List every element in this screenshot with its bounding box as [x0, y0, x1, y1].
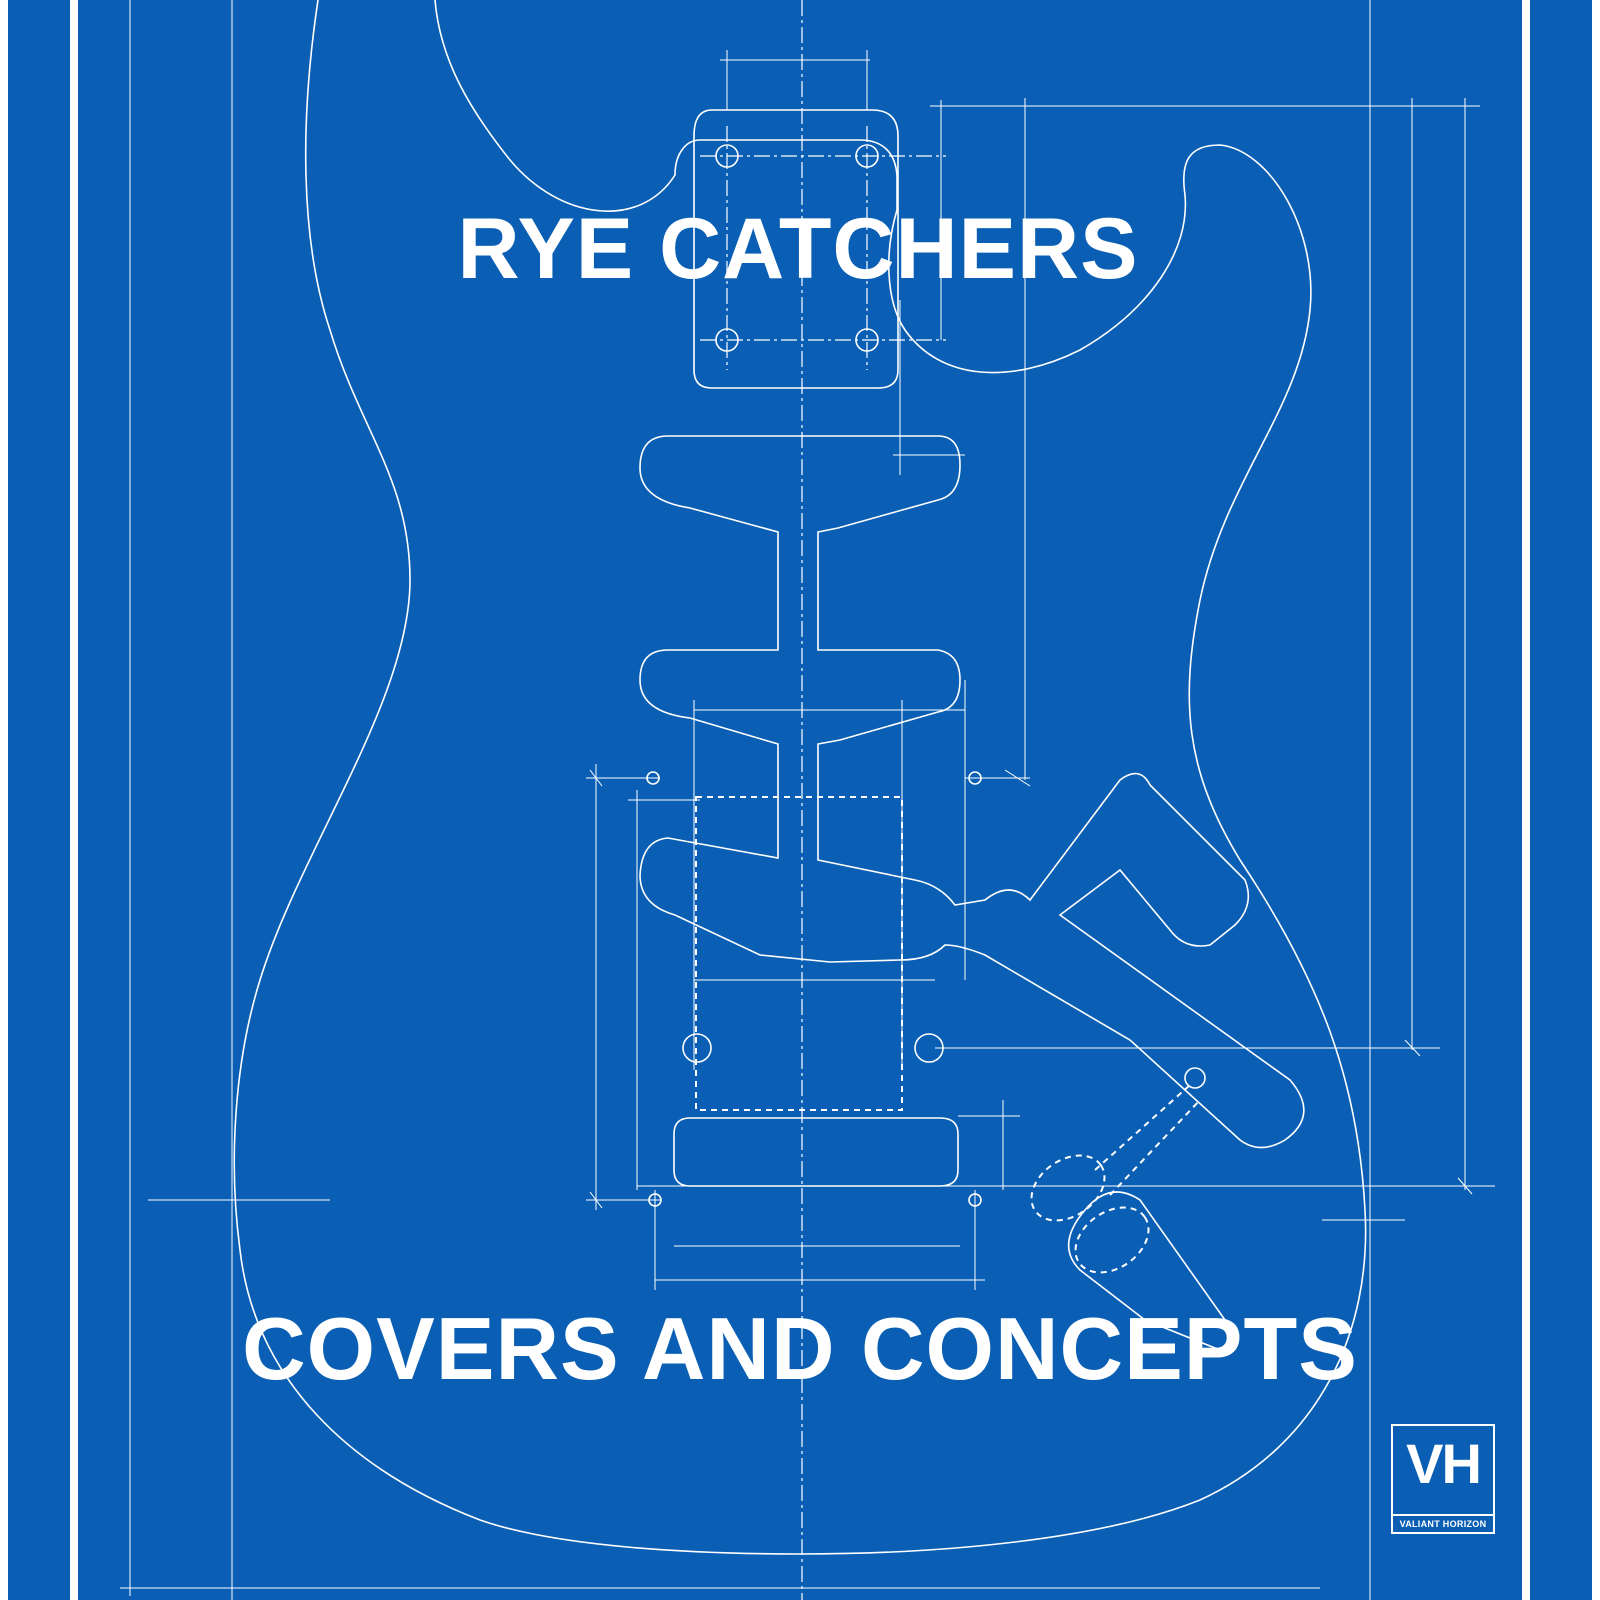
pickup-route-bridge	[673, 1117, 959, 1187]
valiant-horizon-logo-icon: VH VALIANT HORIZON	[1391, 1424, 1495, 1534]
band-name: RYE CATCHERS	[457, 201, 1139, 297]
guitar-body-outline	[233, 0, 1367, 1555]
bridge-post-left	[682, 1033, 712, 1063]
frame-right-outer	[1592, 0, 1600, 1600]
logo-mark: VH	[1406, 1432, 1482, 1495]
logo-label: VALIANT HORIZON	[1393, 1514, 1493, 1532]
frame-left-inner	[70, 0, 78, 1600]
album-title: COVERS AND CONCEPTS	[242, 1299, 1358, 1398]
frame-left-outer	[0, 0, 8, 1600]
jack-dashed-1	[1030, 1154, 1106, 1222]
tremolo-cavity	[695, 796, 903, 1111]
frame-right-inner	[1522, 0, 1530, 1600]
pickup-route-neck	[639, 435, 1305, 1149]
neck-plate	[693, 109, 899, 389]
jack-dashed-2	[1074, 1206, 1150, 1274]
